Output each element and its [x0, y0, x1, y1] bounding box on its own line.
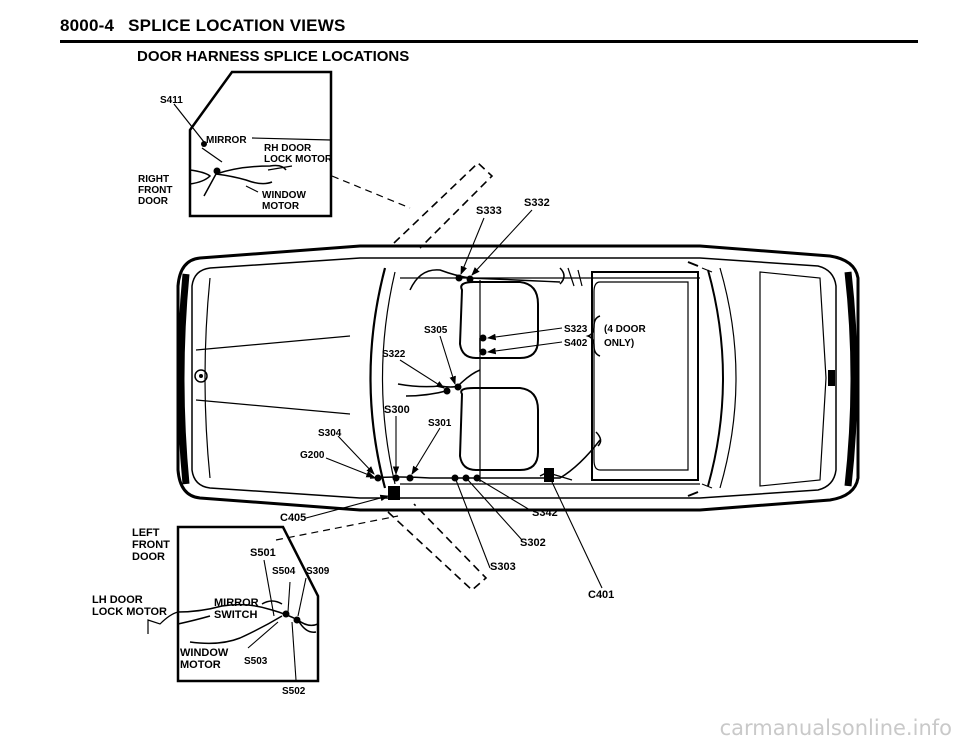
label-s323: S323 [564, 324, 588, 335]
label-s503: S503 [244, 656, 268, 667]
right-front-door-inset [173, 70, 333, 218]
label-c405: C405 [280, 512, 306, 524]
header-rule [60, 40, 918, 43]
lh-door-leader [275, 515, 399, 541]
label-left-front-door-1: LEFT [132, 527, 160, 539]
label-lh-door-lock-1: LH DOOR [92, 594, 143, 606]
label-s342: S342 [532, 507, 558, 519]
car-top-view [176, 244, 860, 512]
rear-lamp [828, 370, 835, 386]
watermark: carmanualsonline.info [719, 716, 952, 740]
label-window-motor-lh-2: MOTOR [180, 659, 221, 671]
label-s302: S302 [520, 537, 546, 549]
four-door-brace [585, 315, 601, 357]
label-window-motor-rh-1: WINDOW [262, 190, 306, 201]
rh-door-open-outline [393, 161, 494, 249]
label-mirror-rh: MIRROR [206, 135, 247, 146]
connector-c405-block [388, 486, 400, 500]
diagram-subtitle: DOOR HARNESS SPLICE LOCATIONS [137, 48, 410, 65]
label-window-motor-rh-2: MOTOR [262, 201, 300, 212]
label-s309: S309 [306, 566, 330, 577]
label-left-front-door-3: DOOR [132, 551, 165, 563]
connector-c401-block [544, 468, 554, 482]
label-s502: S502 [282, 686, 306, 697]
left-front-door-inset [147, 525, 320, 683]
label-s501: S501 [250, 547, 276, 559]
label-s402: S402 [564, 338, 588, 349]
label-right-front-door-3: DOOR [138, 196, 169, 207]
label-four-door-2: ONLY) [604, 338, 634, 349]
label-rh-door-lock-2: LOCK MOTOR [264, 154, 333, 165]
lh-door-open-outline [387, 503, 488, 592]
label-rh-door-lock-1: RH DOOR [264, 143, 312, 154]
lh-splice-dots [282, 610, 301, 624]
label-left-front-door-2: FRONT [132, 539, 170, 551]
section-number: 8000-4 [60, 16, 115, 35]
label-s504: S504 [272, 566, 296, 577]
label-s305: S305 [424, 325, 448, 336]
hood-emblem [194, 369, 208, 383]
label-mirror-switch-1: MIRROR [214, 597, 259, 609]
label-window-motor-lh-1: WINDOW [180, 647, 229, 659]
hood-emblem-center [199, 374, 203, 378]
label-lh-door-lock-2: LOCK MOTOR [92, 606, 167, 618]
splice-dot [201, 141, 207, 147]
section-title: SPLICE LOCATION VIEWS [128, 16, 346, 35]
label-right-front-door-1: RIGHT [138, 174, 169, 185]
label-s300: S300 [384, 404, 410, 416]
label-s301: S301 [428, 418, 452, 429]
car-splice-dots [374, 274, 487, 482]
label-s332: S332 [524, 197, 550, 209]
label-four-door-1: (4 DOOR [604, 324, 646, 335]
splice-dot [213, 167, 221, 175]
label-s411: S411 [160, 95, 183, 106]
label-s322: S322 [382, 349, 406, 360]
label-mirror-switch-2: SWITCH [214, 609, 257, 621]
label-s303: S303 [490, 561, 516, 573]
label-c401: C401 [588, 589, 614, 601]
label-s333: S333 [476, 205, 502, 217]
label-g200: G200 [300, 450, 325, 461]
label-right-front-door-2: FRONT [138, 185, 172, 196]
section-header: 8000-4 SPLICE LOCATION VIEWS [60, 16, 345, 36]
label-s304: S304 [318, 428, 342, 439]
leader-lines [305, 209, 603, 589]
rh-door-leader [331, 175, 411, 209]
